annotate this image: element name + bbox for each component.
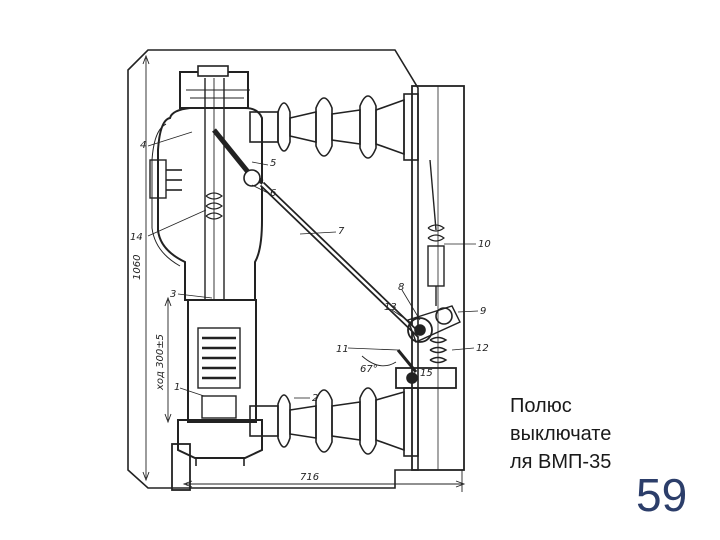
bottom-base — [177, 419, 263, 459]
label-part-5: 5 — [270, 158, 276, 169]
mounting-frame — [127, 49, 419, 489]
tank-upper — [157, 107, 263, 301]
caption: Полюс выключате ля ВМП-35 — [510, 392, 670, 476]
upper-insulator — [249, 93, 419, 161]
label-part-15: 15 — [420, 368, 433, 379]
dimension-stroke: ход 300±5 — [155, 334, 166, 391]
dimension-height: 1060 — [132, 255, 143, 280]
dimension-width: 716 — [300, 472, 319, 483]
label-part-13: 13 — [384, 302, 397, 313]
label-part-6: 6 — [270, 188, 276, 199]
label-part-12: 12 — [476, 343, 489, 354]
label-part-1: 1 — [174, 382, 180, 393]
dimension-angle: 67° — [360, 364, 378, 375]
caption-line-3: ля ВМП-35 — [510, 451, 612, 473]
label-part-8: 8 — [398, 282, 404, 293]
label-part-2: 2 — [312, 393, 318, 404]
lower-chamber — [187, 299, 257, 423]
label-part-3: 3 — [170, 289, 176, 300]
label-part-7: 7 — [338, 226, 345, 237]
label-part-11: 11 — [336, 344, 349, 355]
caption-line-2: выключате — [510, 423, 612, 445]
drive-mechanism — [395, 305, 461, 389]
label-part-9: 9 — [480, 306, 486, 317]
lower-insulator — [249, 387, 419, 457]
label-part-14: 14 — [130, 232, 143, 243]
caption-line-1: Полюс — [510, 395, 572, 417]
label-part-4: 4 — [140, 140, 146, 151]
page-number: 59 — [636, 469, 688, 521]
spring-cylinder — [427, 245, 445, 287]
label-part-10: 10 — [478, 239, 491, 250]
